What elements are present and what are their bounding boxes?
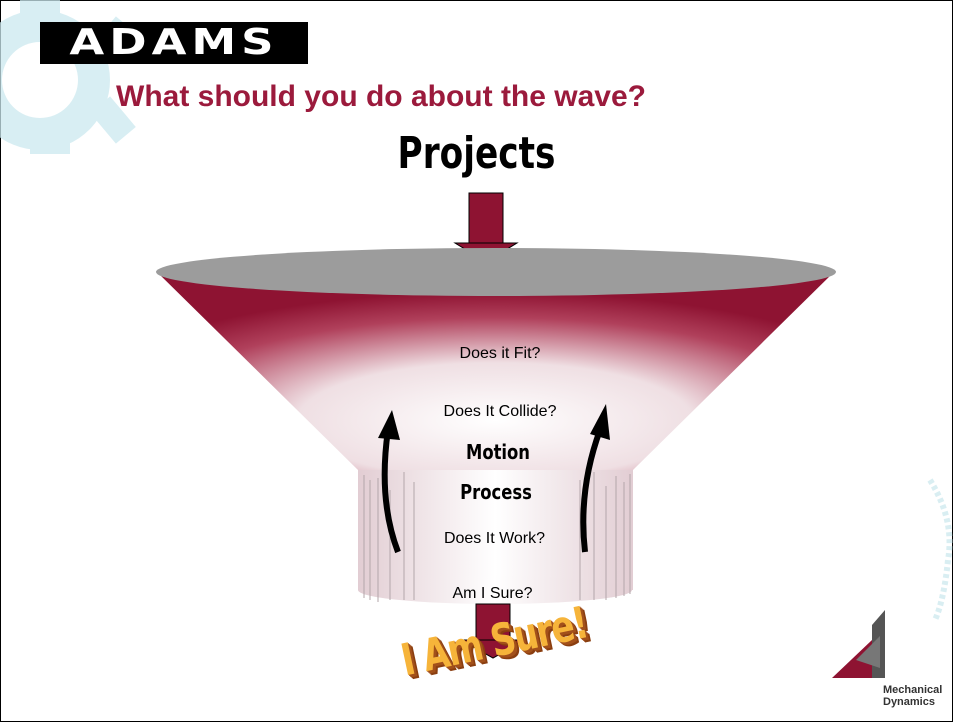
- arrow-down-icon-top: [453, 192, 519, 263]
- question-sure: Am I Sure?: [452, 585, 533, 602]
- question-work: Does It Work?: [443, 530, 546, 547]
- arrow-up-curved-icon-right: [580, 404, 610, 553]
- slide-title: What should you do about the wave?: [116, 80, 646, 113]
- gear-decoration-right: [927, 478, 953, 622]
- question-fit: Does it Fit?: [459, 345, 541, 362]
- funnel-neck: [358, 470, 633, 604]
- brand-line-2: Dynamics: [883, 696, 935, 708]
- arrow-up-curved-icon-left: [378, 410, 401, 554]
- process-label: Process: [460, 480, 532, 504]
- question-collide: Does It Collide?: [443, 403, 557, 420]
- mechanical-dynamics-logo-icon: [832, 610, 885, 678]
- mechanical-dynamics-brand: Mechanical Dynamics: [883, 684, 942, 708]
- funnel-rim: [156, 248, 836, 296]
- funnel-cone: [157, 272, 834, 470]
- adams-logo-text: ADAMS: [69, 22, 279, 63]
- arrow-down-icon-bottom: [459, 603, 527, 659]
- motion-label: Motion: [465, 440, 530, 464]
- projects-label: Projects: [397, 128, 556, 179]
- adams-logo: ADAMS: [40, 22, 308, 64]
- brand-line-1: Mechanical: [883, 684, 943, 696]
